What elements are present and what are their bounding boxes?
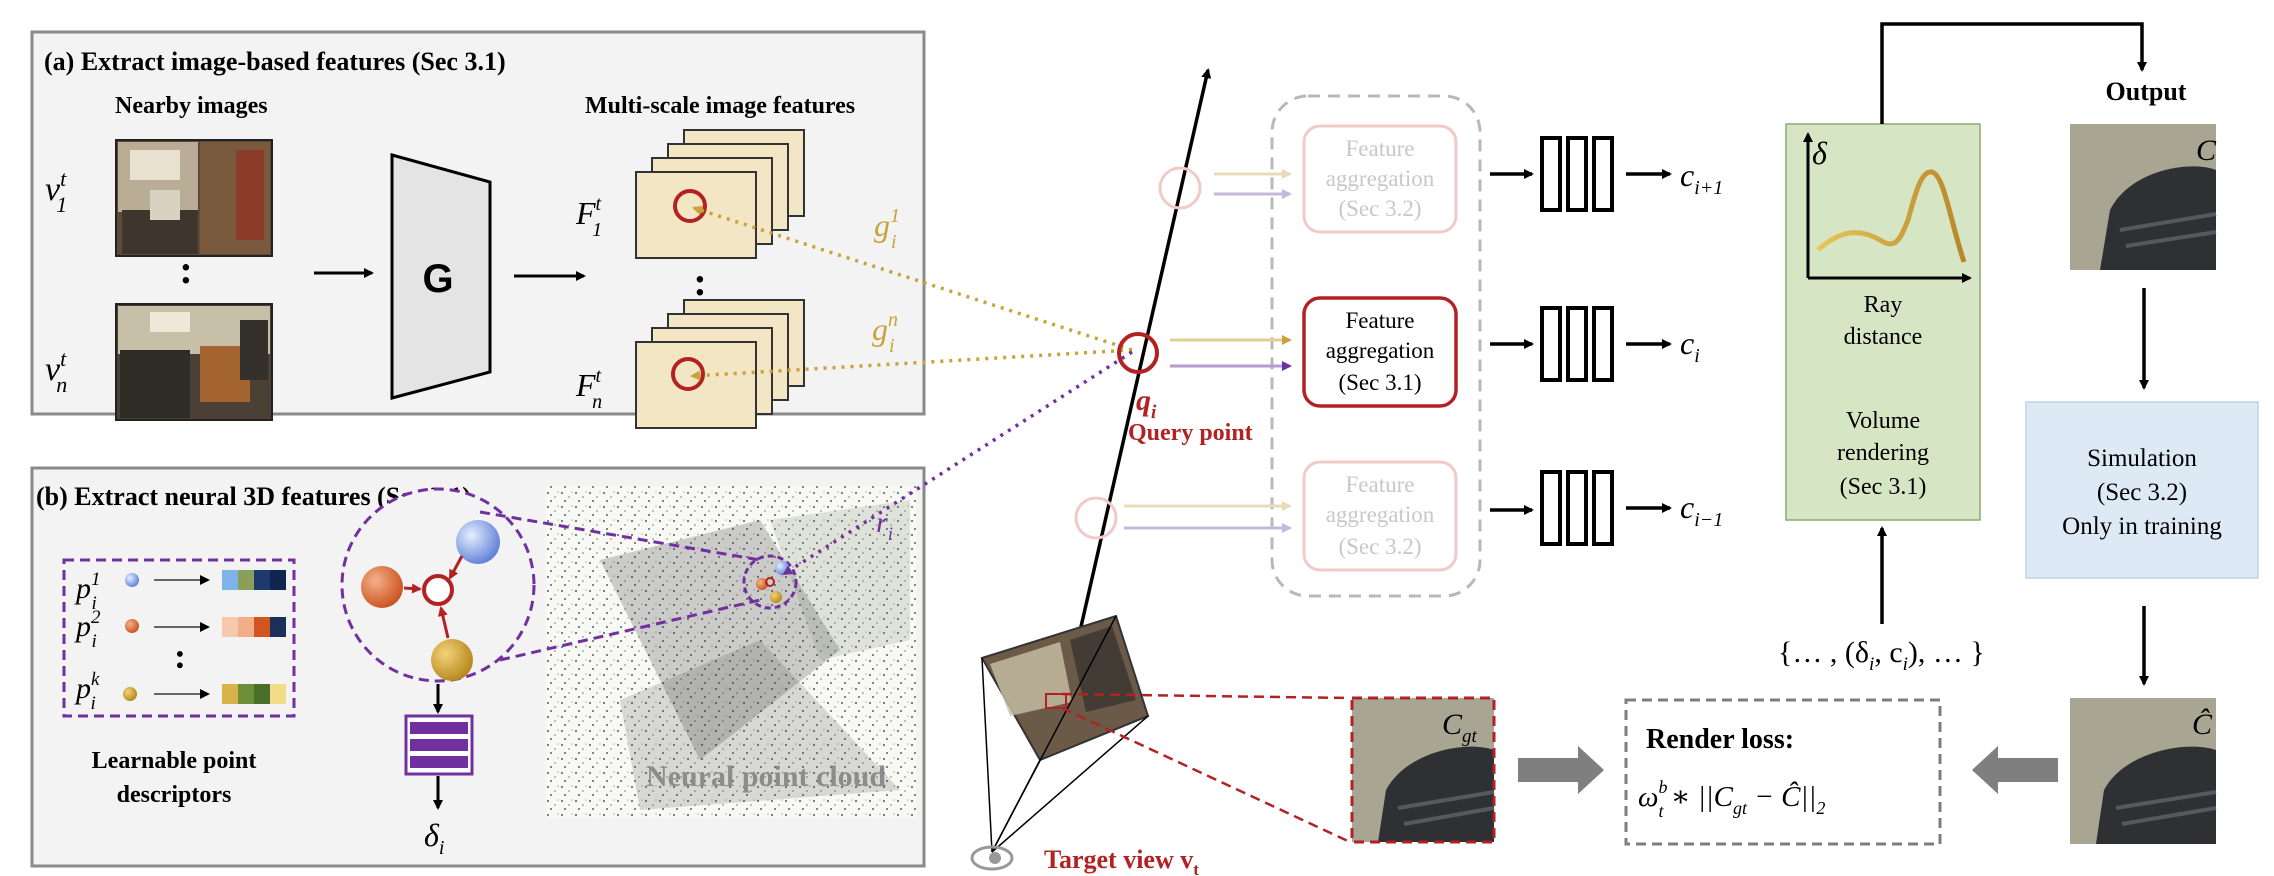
descriptor-label-2: descriptors — [117, 782, 232, 808]
nearby-image-n — [115, 303, 273, 421]
multiscale-label: Multi-scale image features — [585, 93, 855, 119]
svg-text:distance: distance — [1844, 324, 1923, 350]
aggregation-box-bottom: Feature aggregation (Sec 3.2) — [1302, 460, 1458, 572]
neighborhood-cluster — [742, 554, 798, 610]
density-curve — [1816, 169, 1967, 263]
mlp-bottom — [1540, 470, 1614, 546]
dots-descriptors: : — [174, 636, 186, 676]
volume-rendering-block: δ Ray distance Volume rendering (Sec 3.1… — [1785, 123, 1981, 521]
feature-sample-n — [671, 357, 705, 391]
aggregation-container — [1270, 94, 1482, 598]
output-label: Output — [2106, 77, 2187, 106]
svg-text:Simulation: Simulation — [2087, 445, 2197, 472]
qi-label: qi — [1136, 384, 1157, 423]
neighbor-gold — [431, 639, 473, 681]
connector-ri — [782, 350, 1133, 576]
point-mlp — [404, 714, 474, 776]
samples-set-label: {… , (δi, ci), … } — [1778, 636, 1985, 675]
panel-a-title: (a) Extract image-based features (Sec 3.… — [44, 47, 506, 76]
descriptor-vector-1 — [222, 570, 286, 590]
neighbor-blue — [456, 520, 500, 564]
delta-i-label: δi — [424, 817, 444, 859]
svg-text:(Sec 3.2): (Sec 3.2) — [1338, 534, 1421, 559]
mlp-top — [1540, 136, 1614, 212]
target-view-camera — [970, 614, 1150, 871]
query-point-label: Query point — [1128, 420, 1253, 446]
svg-text:(Sec 3.1): (Sec 3.1) — [1338, 370, 1421, 395]
color-bot-label: ci−1 — [1680, 489, 1723, 531]
neural-point-cloud-label: Neural point cloud — [646, 760, 886, 793]
query-point-zoom — [422, 574, 454, 606]
dots-features: : — [693, 259, 706, 304]
aggregation-box-top: Feature aggregation (Sec 3.2) — [1302, 124, 1458, 234]
render-loss-title: Render loss: — [1646, 724, 1794, 755]
cgt-label: Cgt — [1442, 708, 1478, 747]
svg-text:Ray: Ray — [1864, 292, 1903, 318]
color-mid-label: ci — [1680, 325, 1700, 367]
ray-and-query: qi Query point — [1060, 68, 1253, 711]
color-top-label: ci+1 — [1680, 157, 1723, 199]
descriptor-vector-2 — [222, 617, 286, 637]
svg-text:Only in training: Only in training — [2062, 513, 2222, 540]
ri-label: ri — [876, 506, 893, 545]
panel-neural-3d-features: (b) Extract neural 3D features (Sec 3.1)… — [30, 466, 926, 868]
svg-text:aggregation: aggregation — [1326, 502, 1435, 527]
c-hat-label: Ĉ — [2192, 708, 2213, 741]
sample-point-top — [1158, 166, 1202, 210]
target-view-label: Target view vt — [1044, 845, 1199, 876]
feature-stack-n — [635, 299, 805, 429]
svg-text:(Sec 3.2): (Sec 3.2) — [1338, 196, 1421, 221]
svg-text:aggregation: aggregation — [1326, 166, 1435, 191]
eye-icon — [970, 845, 1014, 871]
descriptor-label-1: Learnable point — [92, 748, 257, 774]
ground-truth-image: Cgt — [1350, 696, 1496, 844]
feature-stack-1 — [635, 129, 805, 259]
feature-sample-1 — [673, 189, 707, 223]
simulated-image-c-hat: Ĉ — [2070, 698, 2217, 844]
svg-text:(Sec 3.2): (Sec 3.2) — [2097, 479, 2187, 506]
simulation-block: Simulation (Sec 3.2) Only in training — [2025, 401, 2259, 579]
encoder-g — [390, 153, 492, 400]
query-point — [1117, 332, 1159, 374]
svg-text:Feature: Feature — [1346, 308, 1415, 333]
svg-text:aggregation: aggregation — [1326, 338, 1435, 363]
svg-text:Volume: Volume — [1846, 408, 1920, 434]
arrow-cgt-to-loss — [1518, 746, 1604, 794]
svg-text:rendering: rendering — [1837, 440, 1929, 466]
delta-axis-label: δ — [1812, 135, 1828, 171]
c-label: C — [2196, 134, 2217, 167]
svg-text:Feature: Feature — [1346, 472, 1415, 497]
panel-image-features: (a) Extract image-based features (Sec 3.… — [30, 30, 926, 429]
connector-gn — [690, 348, 1133, 381]
neighbor-orange — [361, 566, 403, 608]
svg-text:(Sec 3.1): (Sec 3.1) — [1840, 474, 1927, 500]
output-image-c: C — [2070, 124, 2217, 270]
svg-text:Feature: Feature — [1346, 136, 1415, 161]
dots-images: : — [179, 247, 192, 292]
descriptor-vector-k — [222, 684, 286, 704]
point-orange-small — [125, 619, 139, 633]
mlp-middle — [1540, 306, 1614, 382]
point-gold-small — [123, 687, 137, 701]
arrow-chat-to-loss — [1972, 746, 2058, 794]
nearby-image-1 — [115, 139, 273, 257]
point-blue-small — [125, 573, 139, 587]
aggregation-box-middle: Feature aggregation (Sec 3.1) — [1302, 296, 1458, 408]
nearby-images-label: Nearby images — [115, 93, 268, 119]
descriptor-box — [62, 558, 296, 718]
sample-point-bottom — [1074, 496, 1118, 540]
encoder-label: G — [422, 257, 453, 301]
